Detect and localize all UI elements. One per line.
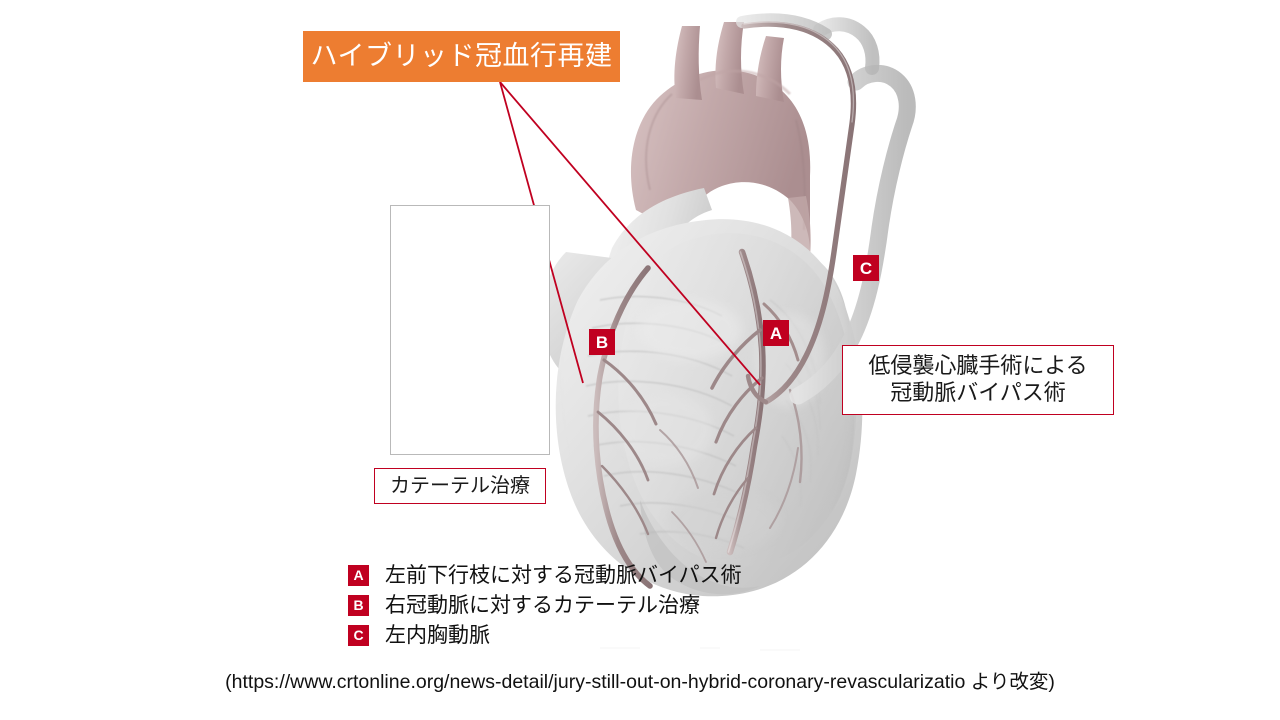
callout-cabg-line1: 低侵襲心臓手術による xyxy=(868,353,1088,379)
legend-chip-a: A xyxy=(348,564,369,586)
legend-item-c: C 左内胸動脈 xyxy=(348,621,742,649)
title-banner: ハイブリッド冠血行再建 xyxy=(303,31,620,82)
legend: A 左前下行枝に対する冠動脈バイパス術 B 右冠動脈に対するカテーテル治療 C … xyxy=(348,561,742,651)
figure-marker-a: A xyxy=(763,320,789,346)
callout-cabg-line2: 冠動脈バイパス術 xyxy=(890,380,1066,405)
legend-chip-b: B xyxy=(348,594,369,616)
legend-label-a: 左前下行枝に対する冠動脈バイパス術 xyxy=(385,563,742,587)
legend-item-b: B 右冠動脈に対するカテーテル治療 xyxy=(348,591,742,619)
callout-cabg: 低侵襲心臓手術による 冠動脈バイパス術 xyxy=(842,345,1114,415)
citation-text: (https://www.crtonline.org/news-detail/j… xyxy=(225,671,1055,693)
callout-pci: カテーテル治療 xyxy=(374,468,546,504)
figure-marker-b: B xyxy=(589,329,615,355)
legend-chip-c: C xyxy=(348,624,369,646)
title-banner-label: ハイブリッド冠血行再建 xyxy=(310,41,613,71)
legend-label-c: 左内胸動脈 xyxy=(385,623,490,647)
legend-item-a: A 左前下行枝に対する冠動脈バイパス術 xyxy=(348,561,742,589)
stent-inset-panel xyxy=(390,205,550,455)
callout-pci-line1: カテーテル治療 xyxy=(390,474,530,497)
legend-label-b: 右冠動脈に対するカテーテル治療 xyxy=(385,593,700,617)
figure-marker-c: C xyxy=(853,255,879,281)
